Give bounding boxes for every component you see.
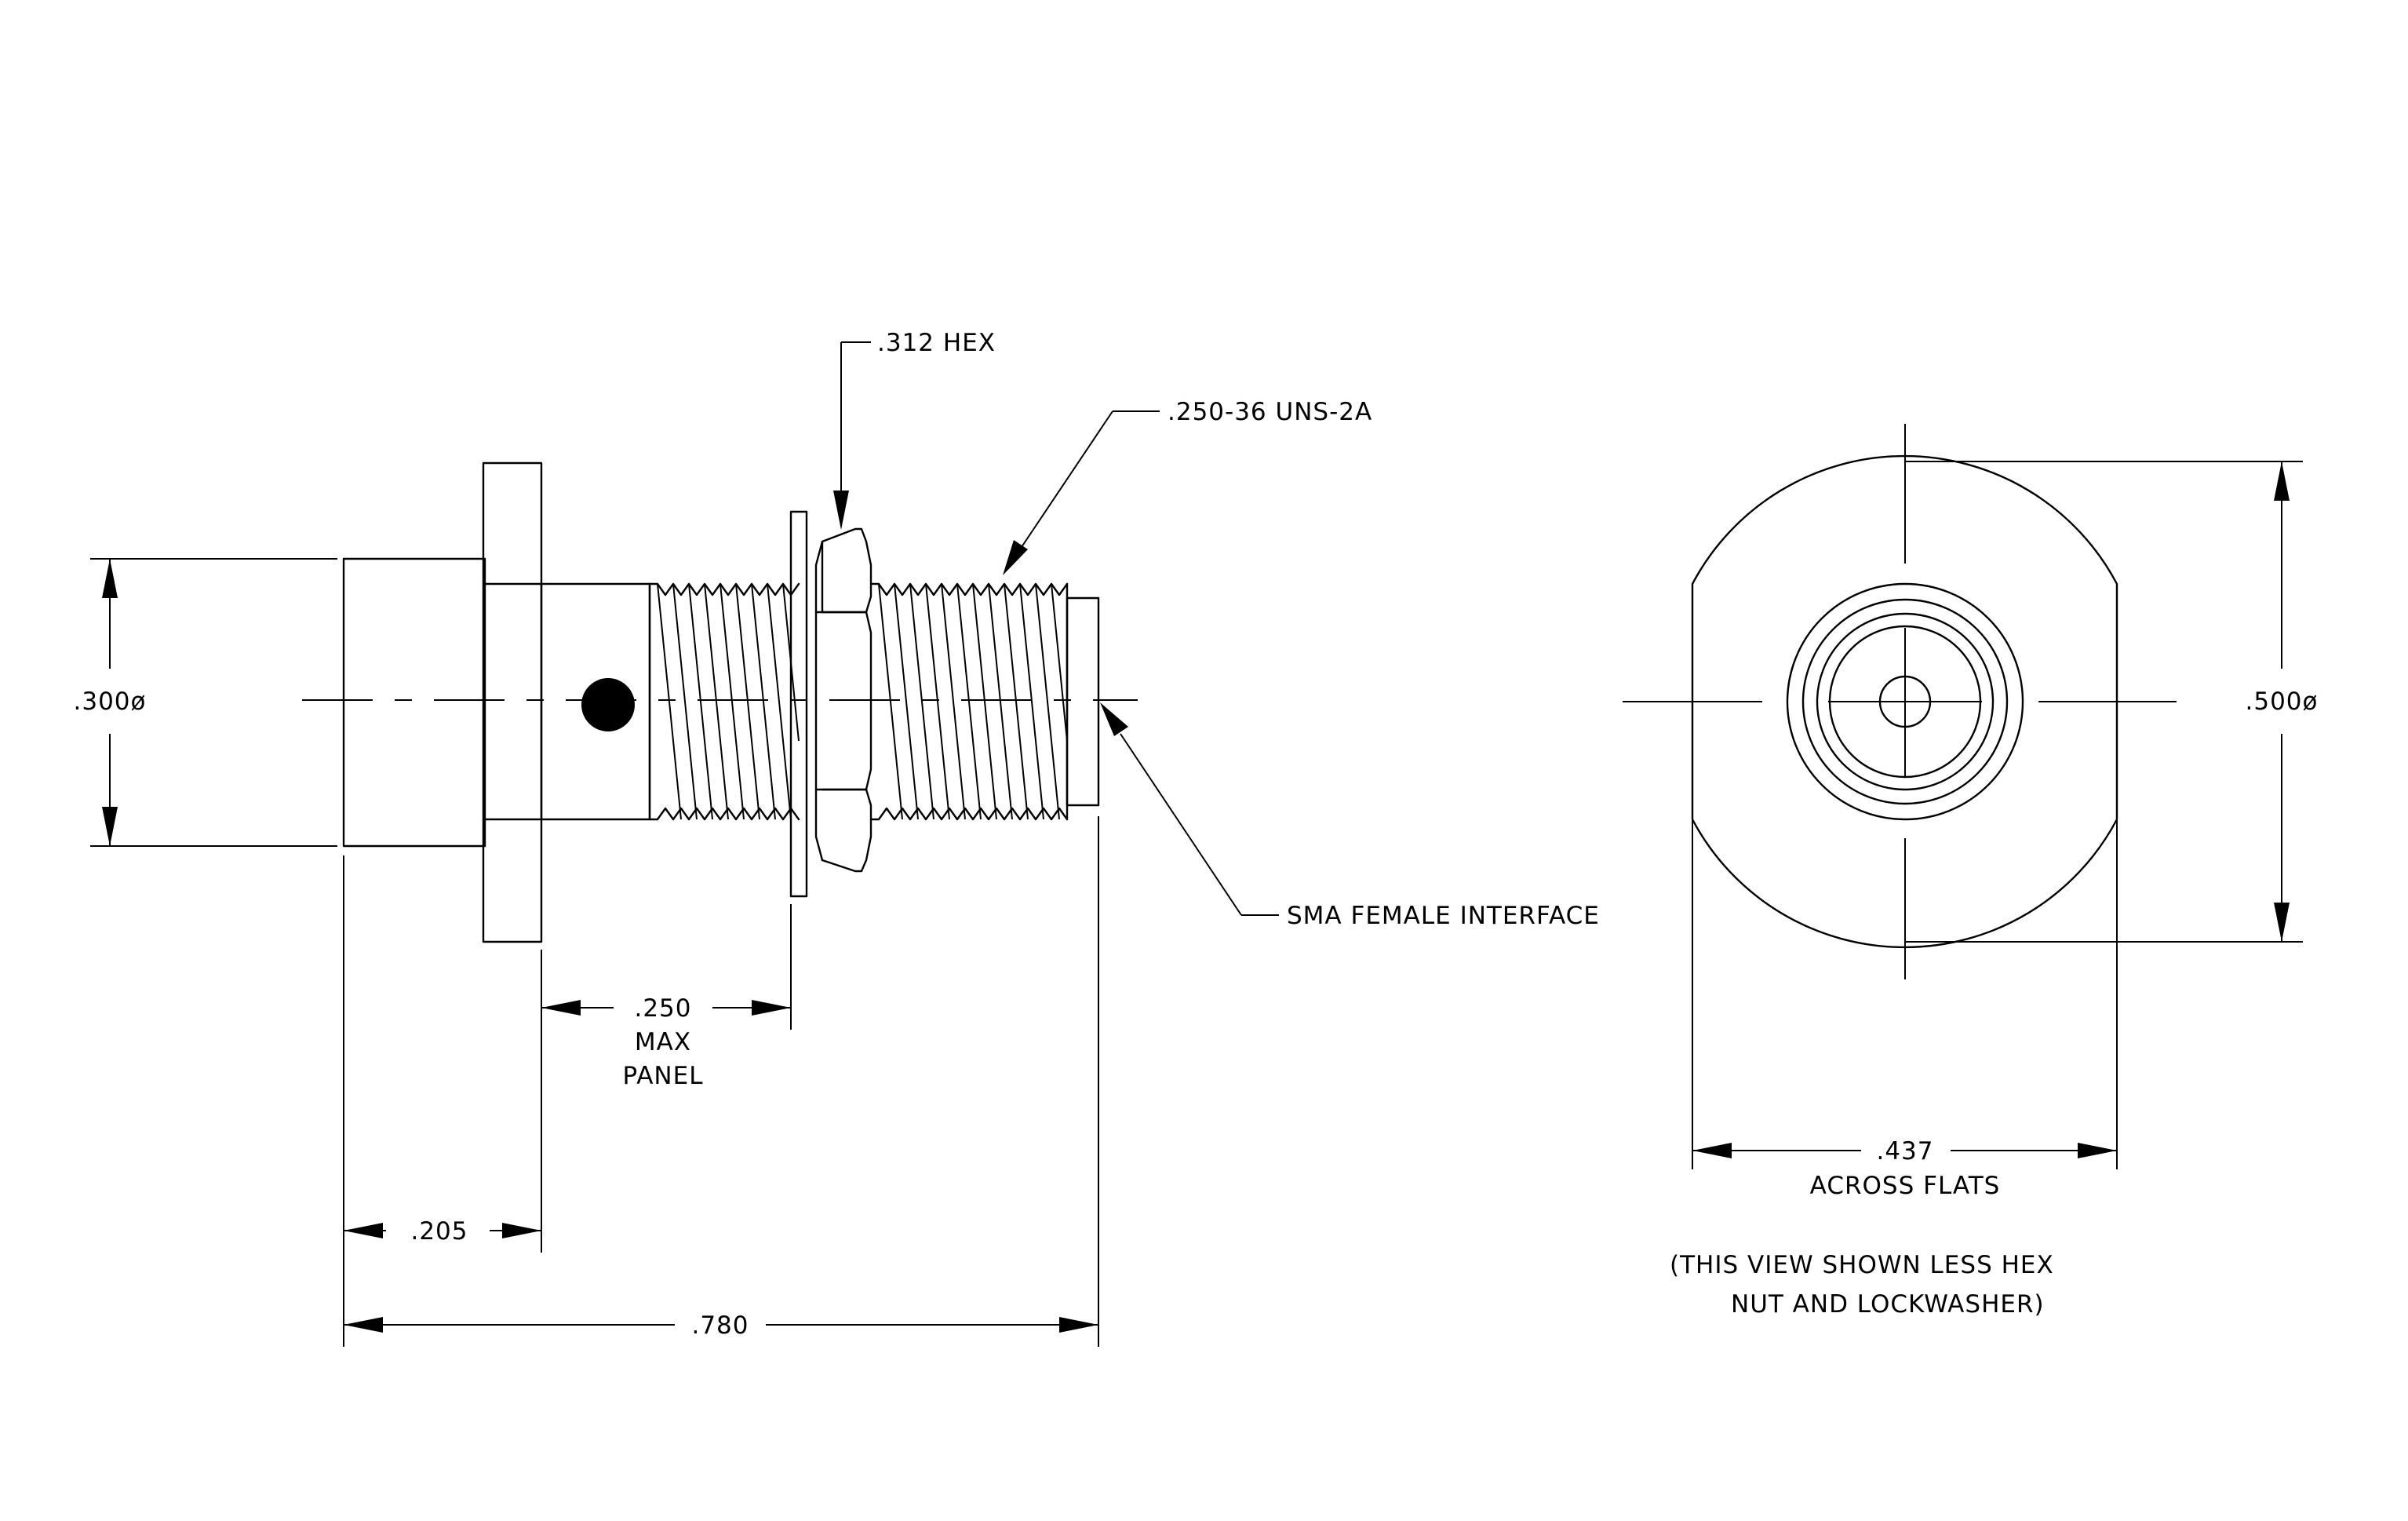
dim-500-label: .500ø bbox=[2246, 688, 2319, 716]
rear-body bbox=[342, 557, 486, 848]
side-view: .300ø .312 HEX .250-36 UNS-2A SMA FEMALE… bbox=[74, 329, 1600, 1347]
dim-780-label: .780 bbox=[691, 1311, 749, 1340]
dim-437-value: .437 bbox=[1876, 1137, 1933, 1165]
hex-label: .312 HEX bbox=[877, 329, 996, 357]
front-thread bbox=[869, 582, 1069, 821]
dim-300 bbox=[90, 558, 337, 847]
rear-thread bbox=[648, 582, 800, 821]
lockwasher bbox=[789, 510, 808, 898]
end-view: .500ø .437 ACROSS FLATS (THIS VIEW SHOWN… bbox=[1623, 424, 2319, 1319]
view-note-line2: NUT AND LOCKWASHER) bbox=[1731, 1290, 2045, 1319]
dim-300-label: .300ø bbox=[74, 688, 147, 716]
view-note-line1: (THIS VIEW SHOWN LESS HEX bbox=[1670, 1251, 2054, 1279]
dim-437 bbox=[1692, 819, 2118, 1169]
dim-780 bbox=[344, 816, 1099, 1347]
thread-label: .250-36 UNS-2A bbox=[1168, 398, 1372, 426]
dim-panel-line2: PANEL bbox=[623, 1062, 704, 1090]
dim-panel-value: .250 bbox=[634, 994, 691, 1023]
front-interface-ring bbox=[1066, 596, 1100, 807]
cross-hole bbox=[581, 678, 635, 731]
dim-500 bbox=[1905, 461, 2303, 943]
interface-label: SMA FEMALE INTERFACE bbox=[1287, 902, 1600, 930]
dim-205 bbox=[343, 855, 542, 1347]
dim-437-label: ACROSS FLATS bbox=[1810, 1172, 2001, 1200]
thread-circle bbox=[1801, 598, 2009, 805]
thread-leader bbox=[1003, 410, 1160, 575]
dielectric-outer-circle bbox=[1816, 612, 1995, 791]
flange bbox=[482, 461, 543, 943]
dim-205-label: .205 bbox=[410, 1217, 468, 1246]
interface-leader bbox=[1100, 702, 1279, 916]
dim-panel-line1: MAX bbox=[635, 1028, 691, 1056]
outer-body-circle bbox=[1786, 582, 2024, 821]
hex-leader bbox=[833, 341, 871, 530]
end-centerlines bbox=[1623, 424, 2177, 979]
hex-nut bbox=[814, 527, 872, 873]
